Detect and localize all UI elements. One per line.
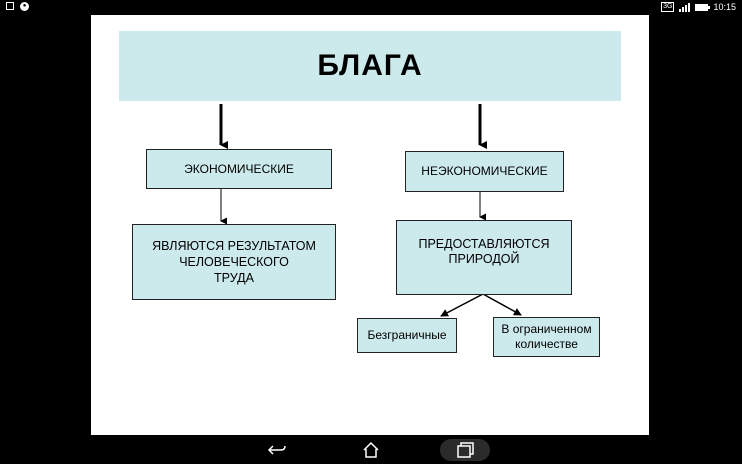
notification-square-icon: [6, 2, 14, 10]
home-button[interactable]: [346, 439, 396, 461]
unlimited-goods-label: Безграничные: [367, 328, 447, 342]
noneconomic-desc-line-2: ПРИРОДОЙ: [448, 252, 520, 266]
connector-lines: [219, 104, 522, 317]
limited-goods-box: В ограниченном количестве: [493, 317, 600, 357]
back-button[interactable]: [252, 439, 302, 461]
economic-goods-box: ЭКОНОМИЧЕСКИЕ: [146, 149, 332, 189]
economic-desc-line-1: ЯВЛЯЮТСЯ РЕЗУЛЬТАТОМ: [152, 239, 316, 253]
unlimited-goods-box: Безграничные: [357, 318, 457, 353]
limited-goods-line-1: В ограниченном: [501, 322, 592, 336]
noneconomic-desc-box: ПРЕДОСТАВЛЯЮТСЯ ПРИРОДОЙ: [396, 220, 572, 295]
slide: БЛАГА ЭКОНОМИЧЕСКИЕ ЯВЛЯЮТСЯ РЕЗУЛЬТАТОМ…: [91, 15, 649, 435]
home-icon: [363, 441, 379, 458]
noneconomic-goods-box: НЕЭКОНОМИЧЕСКИЕ: [405, 151, 564, 192]
noneconomic-desc-line-1: ПРЕДОСТАВЛЯЮТСЯ: [418, 237, 550, 251]
economic-goods-label: ЭКОНОМИЧЕСКИЕ: [184, 161, 294, 176]
status-bar: ● 3G 10:15: [0, 0, 742, 16]
recent-apps-button[interactable]: [440, 439, 490, 461]
android-icon: ●: [20, 2, 29, 11]
recent-apps-icon: [457, 442, 474, 458]
noneconomic-goods-label: НЕЭКОНОМИЧЕСКИЕ: [421, 164, 548, 178]
status-time: 10:15: [713, 2, 736, 12]
battery-icon: [695, 3, 711, 11]
arrow-to-limited: [482, 293, 522, 316]
economic-desc-line-3: ТРУДА: [214, 271, 254, 285]
economic-desc-line-2: ЧЕЛОВЕЧЕСКОГО: [179, 255, 289, 269]
network-3g-icon: 3G: [661, 2, 675, 12]
arrow-to-unlimited: [440, 293, 484, 317]
back-icon: [267, 445, 286, 455]
navigation-bar: [0, 436, 742, 464]
title-banner: БЛАГА: [119, 31, 621, 101]
signal-icon: [679, 2, 691, 12]
diagram-title: БЛАГА: [317, 49, 423, 82]
economic-desc-box: ЯВЛЯЮТСЯ РЕЗУЛЬТАТОМ ЧЕЛОВЕЧЕСКОГО ТРУДА: [132, 224, 336, 300]
limited-goods-line-2: количестве: [515, 337, 578, 351]
